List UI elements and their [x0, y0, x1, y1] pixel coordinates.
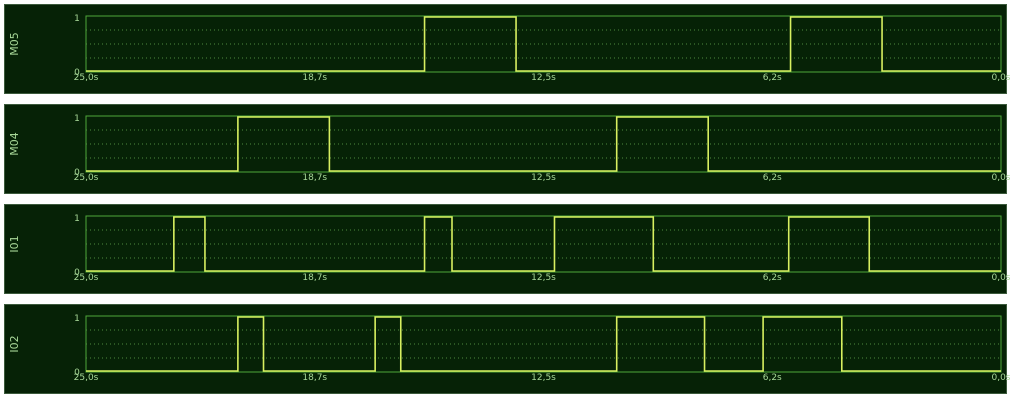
- trace-chart-i02: I02 1 025,0s 18,7s 12,5s 6,2s 0,0s: [8, 314, 1011, 383]
- signal-trace-m04: [86, 116, 1001, 172]
- signal-trace-i01: [86, 216, 1001, 272]
- x-tick-label: 0,0s: [991, 373, 1010, 383]
- trace-chart-i01: I01 1 025,0s 18,7s 12,5s 6,2s 0,0s: [8, 214, 1011, 283]
- x-tick-label: 6,2s: [763, 373, 782, 383]
- y-tick-label: 1: [74, 14, 80, 24]
- y-tick-label: 1: [74, 214, 80, 224]
- trace-chart-m04: M04 1 025,0s 18,7s 12,5s 6,2s 0,0s: [8, 114, 1011, 183]
- x-tick-label: 6,2s: [763, 73, 782, 83]
- channel-label-m04: M04: [8, 132, 21, 156]
- channel-label-i02: I02: [8, 335, 21, 352]
- trace-chart-m05: M05 1 025,0s 18,7s 12,5s 6,2s 0,0s: [8, 14, 1011, 83]
- x-tick-label: 18,7s: [302, 173, 327, 183]
- x-tick-label: 25,0s: [74, 73, 99, 83]
- plot-frame: [85, 15, 1002, 73]
- x-tick-label: 0,0s: [991, 73, 1010, 83]
- signal-trace-m05: [86, 16, 1001, 72]
- x-tick-label: 18,7s: [302, 273, 327, 283]
- x-tick-label: 0,0s: [991, 173, 1010, 183]
- x-tick-label: 0,0s: [991, 273, 1010, 283]
- y-tick-label: 0: [74, 68, 80, 78]
- x-tick-label: 18,7s: [302, 73, 327, 83]
- signal-trace-i02: [86, 316, 1001, 372]
- plot-frame: [85, 315, 1002, 373]
- x-tick-label: 12,5s: [531, 173, 556, 183]
- y-tick-label: 0: [74, 368, 80, 378]
- plot-frame: [85, 115, 1002, 173]
- channel-label-i01: I01: [8, 235, 21, 252]
- y-tick-label: 1: [74, 114, 80, 124]
- x-tick-label: 12,5s: [531, 373, 556, 383]
- x-tick-label: 18,7s: [302, 373, 327, 383]
- plot-frame: [85, 215, 1002, 273]
- y-tick-label: 0: [74, 168, 80, 178]
- x-tick-label: 12,5s: [531, 73, 556, 83]
- channel-label-m05: M05: [8, 32, 21, 56]
- x-tick-label: 25,0s: [74, 373, 99, 383]
- y-tick-label: 1: [74, 314, 80, 324]
- x-tick-label: 12,5s: [531, 273, 556, 283]
- y-tick-label: 0: [74, 268, 80, 278]
- x-tick-label: 25,0s: [74, 273, 99, 283]
- x-tick-label: 6,2s: [763, 173, 782, 183]
- x-tick-label: 25,0s: [74, 173, 99, 183]
- x-tick-label: 6,2s: [763, 273, 782, 283]
